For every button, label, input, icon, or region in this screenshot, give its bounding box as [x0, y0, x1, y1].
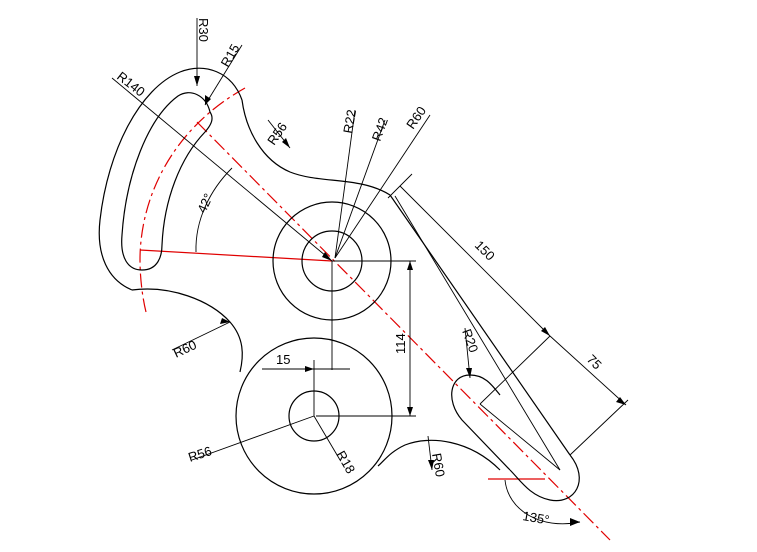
right-arm-upper: [389, 194, 571, 456]
label-15: 15: [276, 352, 290, 367]
label-r42: R42: [369, 115, 391, 143]
angle-ref-centerline: [139, 249, 333, 262]
label-135deg: 135°: [521, 508, 550, 527]
label-150: 150: [472, 238, 498, 264]
centerlines: [139, 87, 611, 541]
label-r22: R22: [340, 108, 359, 134]
label-r60-left: R60: [171, 337, 199, 361]
label-r56-bottom: R56: [186, 443, 213, 465]
label-r140: R140: [114, 69, 148, 100]
main-diagonal-centerline: [196, 121, 611, 541]
right-slot-end: [509, 454, 580, 502]
top-fillet: [241, 99, 391, 196]
dimension-lines: [111, 18, 629, 525]
dimension-labels: R30 R15 R140 R56 R22 R42 R60 150 42° 114…: [114, 18, 605, 528]
label-114: 114: [393, 333, 408, 354]
label-r15: R15: [218, 41, 243, 69]
left-slot-outer: [98, 67, 243, 291]
part-outline: [98, 67, 580, 502]
left-fillet: [131, 288, 243, 373]
r140-arc-centerline: [139, 87, 246, 313]
label-r30: R30: [196, 18, 211, 42]
label-r60-bottom: R60: [429, 452, 448, 478]
label-r20: R20: [459, 327, 481, 355]
label-r60-top: R60: [403, 104, 429, 132]
bottom-fillet: [377, 439, 501, 471]
left-slot-inner: [121, 92, 213, 271]
arrowheads: [194, 76, 626, 526]
label-42deg: 42°: [194, 191, 216, 215]
label-r18: R18: [333, 448, 358, 476]
